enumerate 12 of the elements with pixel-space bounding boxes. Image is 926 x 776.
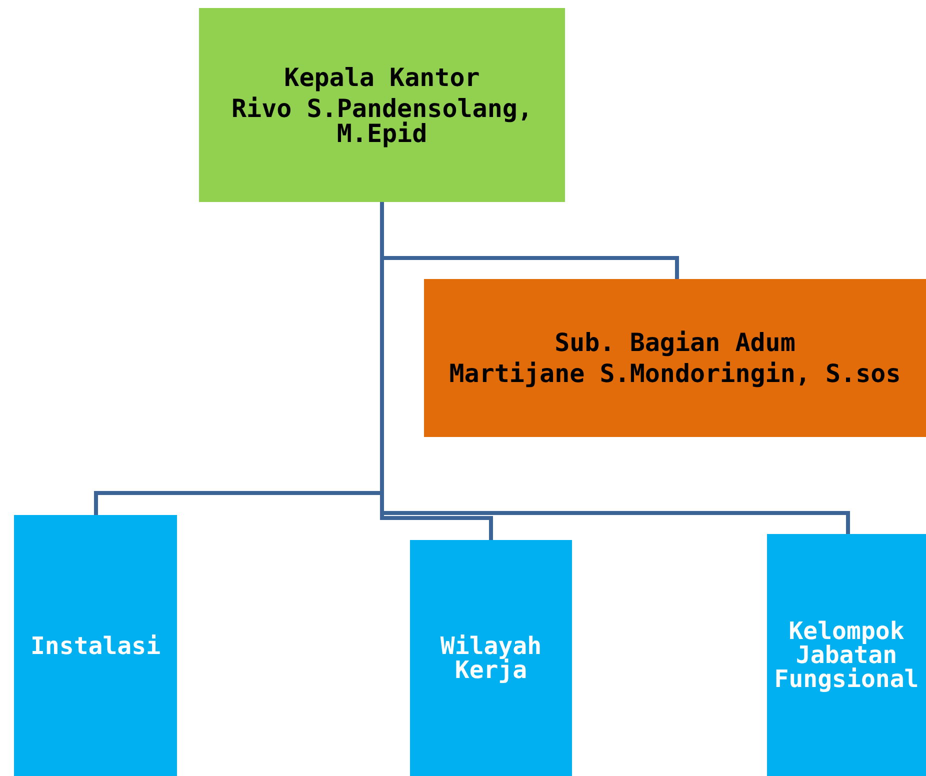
unit-name: Wilayah Kerja xyxy=(439,634,543,682)
unit-name: Kelompok Jabatan Fungsional xyxy=(773,619,920,691)
position-title: Kepala Kantor xyxy=(284,64,480,90)
official-name: Rivo S.Pandensolang, M.Epid xyxy=(230,96,534,146)
position-box xyxy=(424,279,926,437)
position-box xyxy=(199,8,565,202)
position-title: Sub. Bagian Adum xyxy=(554,330,796,355)
unit-box xyxy=(767,534,926,776)
unit-box xyxy=(14,515,177,776)
official-name: Martijane S.Mondoringin, S.sos xyxy=(449,361,901,386)
unit-name: Instalasi xyxy=(30,634,161,658)
unit-box xyxy=(410,540,572,776)
